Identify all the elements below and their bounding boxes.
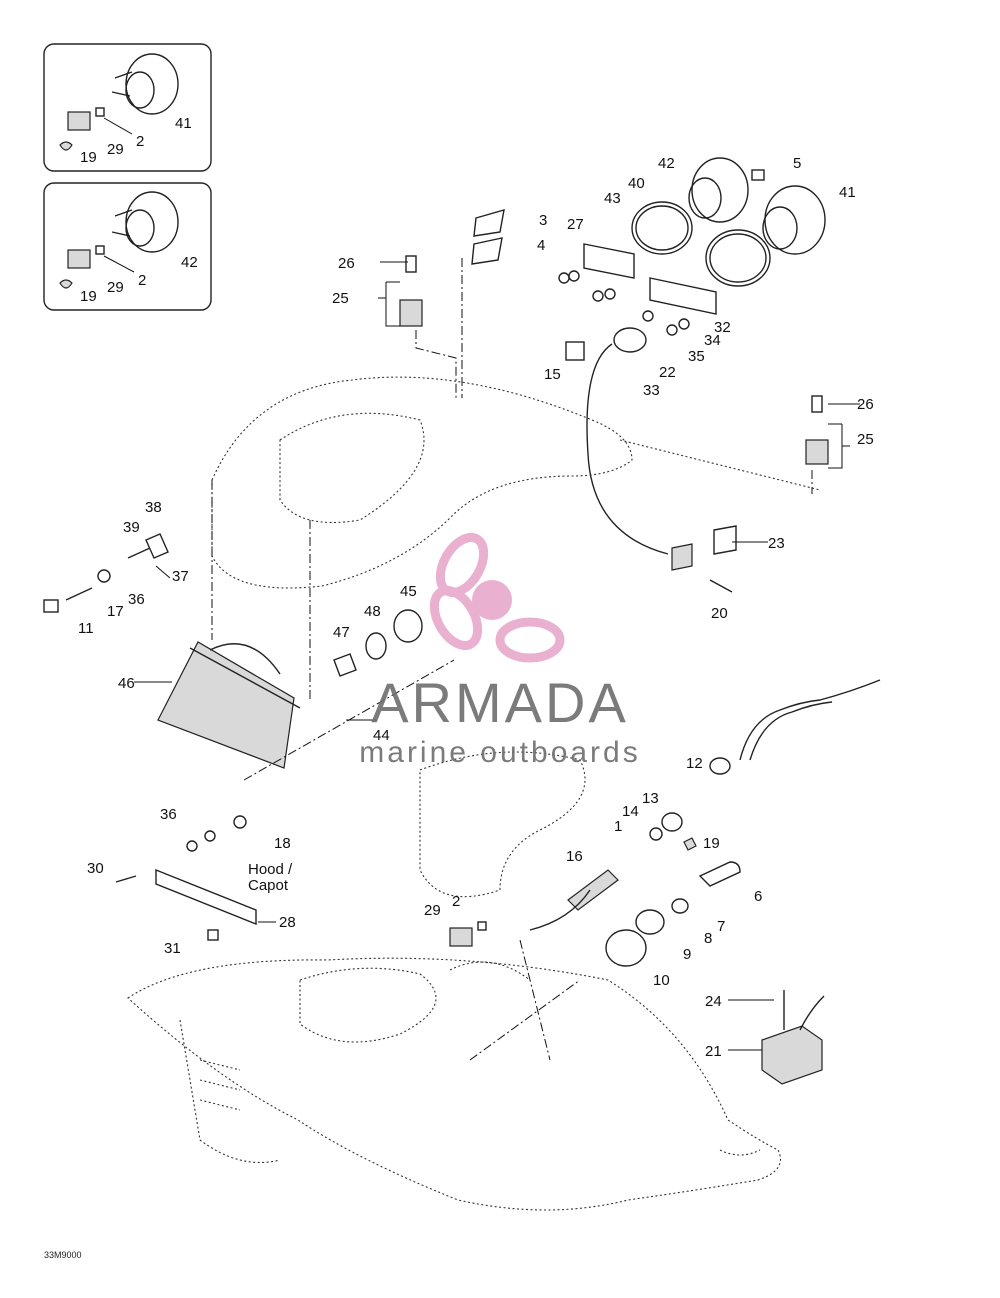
callout-c-11: 11 <box>78 620 94 637</box>
callout-c-44: 44 <box>373 727 390 744</box>
parts-15-22-33 <box>565 327 669 555</box>
callout-c-24: 24 <box>705 993 722 1010</box>
callout-c-14: 14 <box>622 803 639 820</box>
electrical-module-21 <box>761 990 825 1085</box>
callout-c-45: 45 <box>400 583 417 600</box>
armada-watermark: ARMADA marine outboards <box>359 533 640 769</box>
bracket-28 <box>115 815 257 941</box>
inset-box-gauge-41 <box>43 43 212 172</box>
watermark-tagline: marine outboards <box>359 736 640 769</box>
callout-c-26b: 26 <box>857 396 874 413</box>
callout-c-3: 3 <box>539 212 547 229</box>
hood-label-line2: Capot <box>248 877 289 894</box>
callout-c-48: 48 <box>364 603 381 620</box>
switch-assembly-left <box>399 255 423 327</box>
callout-c-2c: 2 <box>452 893 460 910</box>
bulb-parts-45-47-48 <box>333 609 423 677</box>
callout-c-42b: 42 <box>658 155 675 172</box>
callout-c-29a: 29 <box>107 141 124 158</box>
callout-c-29c: 29 <box>424 902 441 919</box>
callout-c-23: 23 <box>768 535 785 552</box>
safety-lanyard-cord <box>529 679 881 967</box>
callout-c-25a: 25 <box>332 290 349 307</box>
callout-c-29b: 29 <box>107 279 124 296</box>
callout-c-37: 37 <box>172 568 189 585</box>
callout-c-42a: 42 <box>181 254 198 271</box>
callout-c-5: 5 <box>793 155 801 172</box>
callout-c-15: 15 <box>544 366 561 383</box>
callout-c-26a: 26 <box>338 255 355 272</box>
callout-c-9: 9 <box>683 946 691 963</box>
callout-c-41a: 41 <box>175 115 192 132</box>
callout-c-4: 4 <box>537 237 545 254</box>
hood-label-line1: Hood / <box>248 861 293 878</box>
callout-c-41b: 41 <box>839 184 856 201</box>
callout-c-2a: 2 <box>136 133 144 150</box>
callout-c-28: 28 <box>279 914 296 931</box>
callout-c-36b: 36 <box>160 806 177 823</box>
callout-c-39: 39 <box>123 519 140 536</box>
callout-c-12: 12 <box>686 755 703 772</box>
callout-c-33: 33 <box>643 382 660 399</box>
callout-c-38: 38 <box>145 499 162 516</box>
leader-lines <box>134 261 860 1051</box>
headlight-assembly-46 <box>157 641 301 769</box>
inset-box-gauge-42 <box>43 182 212 311</box>
callout-c-19a: 19 <box>80 149 97 166</box>
callout-c-19b: 19 <box>80 288 97 305</box>
callout-c-2b: 2 <box>138 272 146 289</box>
callout-c-34: 34 <box>704 332 721 349</box>
callout-c-10: 10 <box>653 972 670 989</box>
callout-c-47: 47 <box>333 624 350 641</box>
callout-c-7: 7 <box>717 918 725 935</box>
latch-parts-left <box>43 533 169 613</box>
switch-assembly-right <box>805 395 829 465</box>
hull-outline <box>127 957 782 1211</box>
figure-code: 33M9000 <box>44 1250 82 1260</box>
callout-c-18: 18 <box>274 835 291 852</box>
hood-body-outline <box>211 376 821 589</box>
parts-20-23 <box>671 525 737 593</box>
assembly-dash-lines <box>211 258 813 1061</box>
mounting-brackets-3-4 <box>471 209 505 265</box>
callout-c-40: 40 <box>628 175 645 192</box>
callout-c-19c: 19 <box>703 835 720 852</box>
callout-c-17: 17 <box>107 603 124 620</box>
callout-c-43: 43 <box>604 190 621 207</box>
callout-c-13: 13 <box>642 790 659 807</box>
callout-c-8: 8 <box>704 930 712 947</box>
callout-c-25b: 25 <box>857 431 874 448</box>
connector-29-2 <box>449 921 487 947</box>
gauge-cluster <box>558 157 826 336</box>
callout-c-31: 31 <box>164 940 181 957</box>
callout-c-30: 30 <box>87 860 104 877</box>
propeller-logo-icon <box>429 533 565 663</box>
callout-c-22: 22 <box>659 364 676 381</box>
callout-c-36a: 36 <box>128 591 145 608</box>
callout-c-6: 6 <box>754 888 762 905</box>
callout-c-20: 20 <box>711 605 728 622</box>
callout-c-1: 1 <box>614 818 622 835</box>
seat-outline <box>419 751 586 898</box>
callout-c-35: 35 <box>688 348 705 365</box>
watermark-brand: ARMADA <box>371 671 629 734</box>
callout-c-21: 21 <box>705 1043 722 1060</box>
callout-c-46: 46 <box>118 675 135 692</box>
callout-c-27: 27 <box>567 216 584 233</box>
callout-c-16: 16 <box>566 848 583 865</box>
callout-c-32: 32 <box>714 319 731 336</box>
